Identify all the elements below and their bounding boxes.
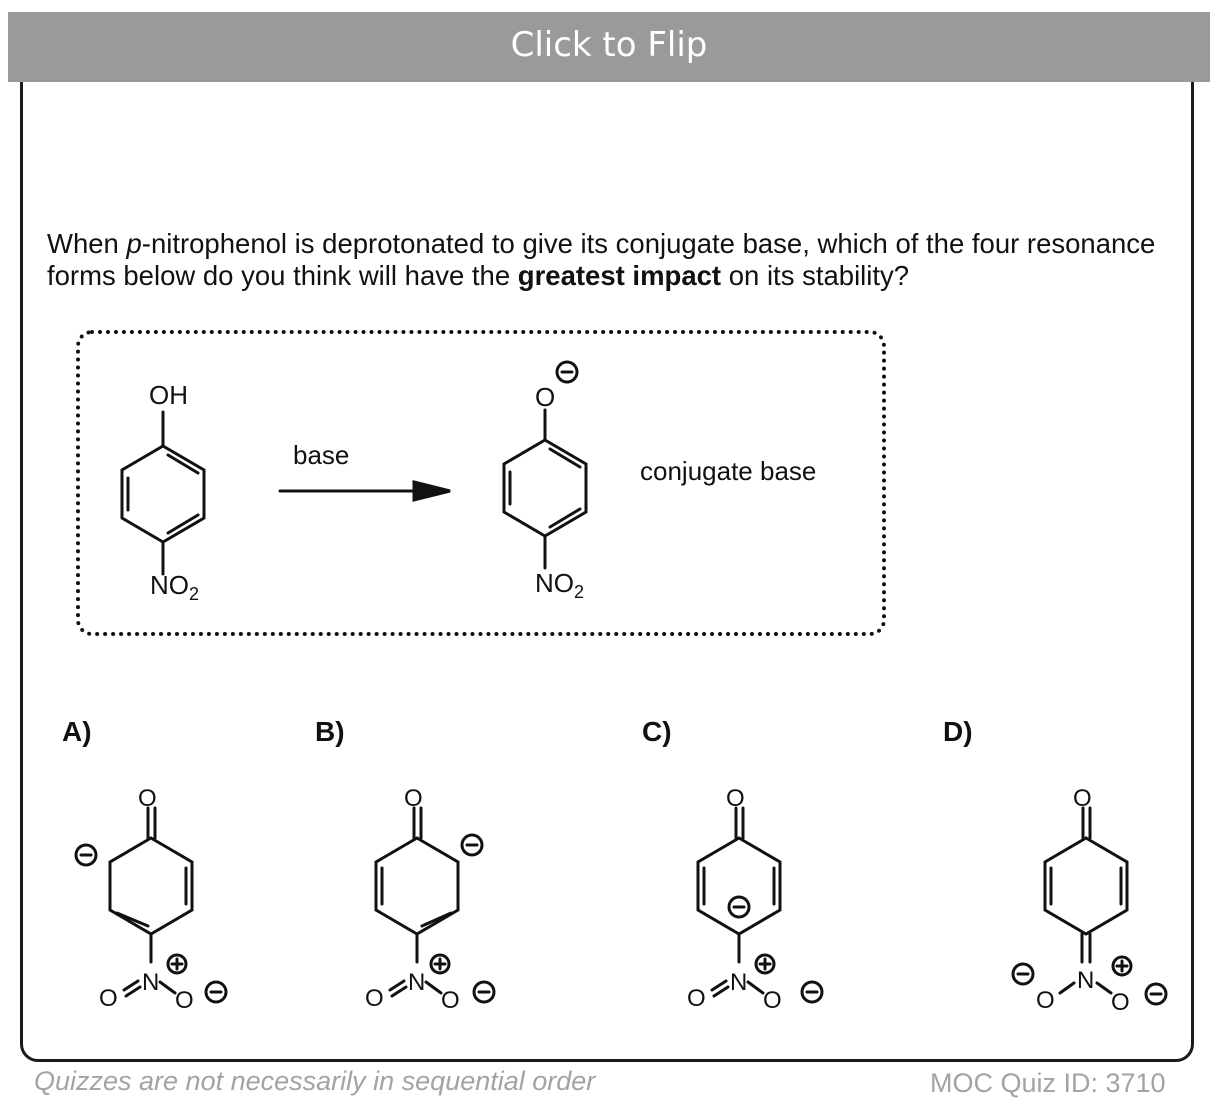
question-italic-p: p [126,228,142,259]
question-part-1: When [47,228,127,259]
option-a-label[interactable]: A) [62,716,92,747]
option-c-label[interactable]: C) [642,716,672,747]
question-part-2: -nitrophenol is deprotonated to give its… [47,228,1156,291]
question-part-3: on its stability? [721,260,910,291]
sequence-disclaimer: Quizzes are not necessarily in sequentia… [34,1066,596,1096]
question-emphasis: greatest impact [517,260,722,291]
click-to-flip-button[interactable]: Click to Flip [8,12,1210,82]
quiz-id: MOC Quiz ID: 3710 [930,1068,1166,1098]
flashcard[interactable] [20,20,1194,1062]
question-text: When p-nitrophenol is deprotonated to gi… [47,228,1167,292]
option-d-label[interactable]: D) [943,716,973,747]
reaction-scheme-box [76,330,886,636]
option-b-label[interactable]: B) [315,716,345,747]
